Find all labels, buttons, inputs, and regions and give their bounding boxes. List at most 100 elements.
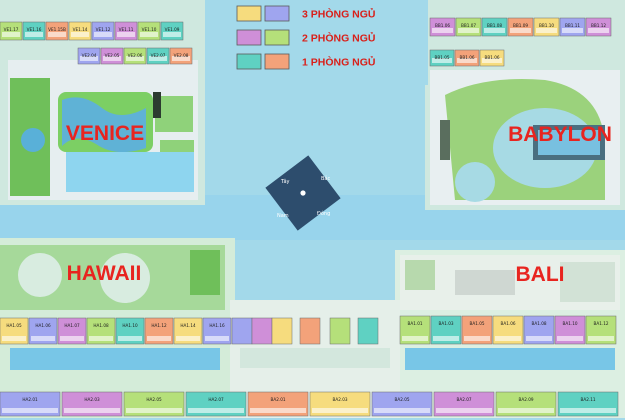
legend-swatch (236, 29, 262, 46)
unit: BA1.10 (554, 315, 586, 345)
unit: VE1.10 (137, 21, 161, 41)
zone-label-venice: VENICE (66, 122, 144, 145)
unit-block (271, 317, 293, 345)
unit: VE1.15B (45, 21, 69, 41)
unit: HA1.16 (202, 317, 232, 345)
unit-label: HA1.12 (151, 323, 167, 328)
unit-label: BB1.07 (461, 23, 476, 28)
unit-label: VE1.16 (27, 27, 42, 32)
unit-balcony (495, 336, 521, 341)
unit-balcony (80, 56, 98, 61)
unit-label: VE1.14 (73, 27, 88, 32)
unit: BA2.05 (371, 391, 433, 417)
unit-label: HA1.07 (64, 323, 80, 328)
unit: BB1.10 (533, 17, 560, 37)
unit-label: HA1.10 (122, 323, 138, 328)
compass-west: Tây (280, 178, 290, 185)
unit: HA1.12 (144, 317, 174, 345)
unit-block (251, 317, 273, 345)
unit-label: HA1.14 (180, 323, 196, 328)
unit-balcony (117, 32, 135, 37)
unit: BA1.03 (430, 315, 462, 345)
unit-balcony (48, 32, 66, 37)
unit-label: BB1.12 (591, 23, 606, 28)
unit-balcony (432, 58, 452, 63)
unit-label: HA1.05 (6, 323, 22, 328)
unit-balcony (25, 32, 43, 37)
unit-balcony (147, 336, 171, 341)
unit-balcony (140, 32, 158, 37)
legend-swatch (264, 5, 290, 22)
unit-balcony (560, 408, 616, 413)
unit-label: BB1.11 (565, 23, 580, 28)
unit: BB1.12 (585, 17, 612, 37)
unit: VE1.17 (0, 21, 23, 41)
unit-label: BA1.12 (593, 321, 608, 326)
unit-label: VE1.12 (96, 27, 111, 32)
unit: VE1.16 (22, 21, 46, 41)
legend-swatch (264, 29, 290, 46)
unit-label: VE1.09 (165, 27, 180, 32)
unit: BA2.03 (309, 391, 371, 417)
unit-label: VE1.11 (119, 27, 134, 32)
unit-label: HA1.08 (93, 323, 109, 328)
unit: VE1.11 (114, 21, 138, 41)
unit-block (357, 317, 379, 345)
unit-label: BA2.01 (270, 397, 285, 402)
unit-label: VE2.08 (174, 53, 189, 58)
unit-label: BA2.03 (332, 397, 347, 402)
unit-balcony (536, 28, 557, 33)
unit: VE1.12 (91, 21, 115, 41)
unit-label: BA1.10 (562, 321, 577, 326)
unit: BA1.01 (399, 315, 431, 345)
unit-balcony (432, 28, 453, 33)
unit-label: BA2.07 (456, 397, 471, 402)
unit: HA1.10 (115, 317, 145, 345)
unit-label: VE2.07 (151, 53, 166, 58)
unit-balcony (482, 58, 502, 63)
legend-swatch (236, 53, 262, 70)
legend-swatch (264, 53, 290, 70)
unit: BB1.06 (479, 49, 505, 67)
unit-balcony (484, 28, 505, 33)
unit-label: BB1.09 (513, 23, 528, 28)
unit: VE2.08 (169, 47, 193, 65)
legend-swatch (236, 5, 262, 22)
unit-balcony (64, 408, 120, 413)
unit: HA1.07 (57, 317, 87, 345)
unit-label: VE2.06 (128, 53, 143, 58)
unit-label: HA2.07 (208, 397, 224, 402)
unit: HA2.05 (123, 391, 185, 417)
unit-balcony (526, 336, 552, 341)
unit: BA2.07 (433, 391, 495, 417)
unit-label: BB1.06 (459, 55, 474, 60)
unit-balcony (458, 28, 479, 33)
unit-balcony (436, 408, 492, 413)
unit-label: BA1.06 (500, 321, 515, 326)
unit: HA1.05 (0, 317, 29, 345)
unit: HA1.08 (86, 317, 116, 345)
compass-south: Nam (277, 213, 289, 219)
unit-balcony (176, 336, 200, 341)
unit-balcony (60, 336, 84, 341)
unit-label: BA2.05 (394, 397, 409, 402)
unit-balcony (374, 408, 430, 413)
unit-label: HA1.06 (35, 323, 51, 328)
unit-balcony (464, 336, 490, 341)
unit-balcony (126, 408, 182, 413)
unit-balcony (557, 336, 583, 341)
unit-balcony (2, 408, 58, 413)
unit-balcony (457, 58, 477, 63)
unit-balcony (149, 56, 167, 61)
unit: BA1.08 (523, 315, 555, 345)
unit: BA2.01 (247, 391, 309, 417)
unit-balcony (103, 56, 121, 61)
unit-label: BB1.10 (539, 23, 554, 28)
unit-balcony (312, 408, 368, 413)
